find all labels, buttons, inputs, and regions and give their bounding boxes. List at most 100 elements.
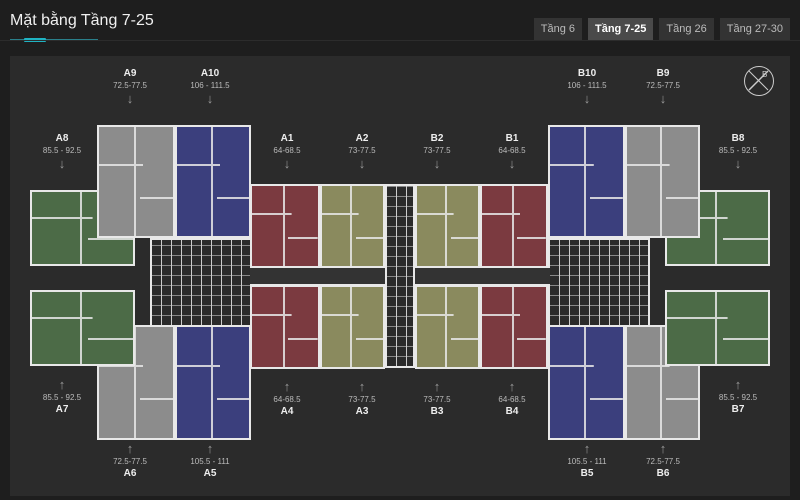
unit-name: A8: [55, 133, 69, 144]
arrow-up-icon: ↑: [58, 377, 66, 392]
unit-area-range: 106 - 111.5: [190, 81, 230, 90]
arrow-down-icon: ↓: [358, 156, 366, 171]
unit-a7[interactable]: [30, 290, 135, 366]
unit-label-b1[interactable]: B1 64-68.5↓: [472, 131, 552, 173]
unit-a2[interactable]: [320, 184, 385, 268]
unit-area-range: 72.5-77.5: [113, 457, 147, 466]
unit-name: B6: [656, 468, 670, 479]
arrow-up-icon: ↑: [126, 441, 134, 456]
unit-area-range: 72.5-77.5: [646, 81, 680, 90]
unit-area-range: 64-68.5: [498, 395, 526, 404]
unit-b1[interactable]: [480, 184, 548, 268]
unit-area-range: 64-68.5: [273, 395, 301, 404]
unit-b6[interactable]: [625, 325, 700, 440]
unit-a10[interactable]: [175, 125, 251, 238]
unit-a1[interactable]: [250, 184, 320, 268]
unit-a4[interactable]: [250, 285, 320, 369]
tab-tang-7-25[interactable]: Tầng 7-25: [588, 18, 654, 40]
tab-tang-6[interactable]: Tầng 6: [533, 18, 582, 40]
unit-name: A4: [280, 406, 294, 417]
arrow-down-icon: ↓: [734, 156, 742, 171]
unit-name: A3: [355, 406, 369, 417]
tab-tang-27-30[interactable]: Tầng 27-30: [719, 18, 790, 40]
unit-name: B10: [577, 68, 597, 79]
unit-area-range: 105.5 - 111: [567, 457, 607, 466]
core-left: [150, 238, 252, 327]
unit-a9[interactable]: [97, 125, 175, 238]
core-center: [385, 184, 415, 368]
arrow-up-icon: ↑: [734, 377, 742, 392]
unit-area-range: 85.5 - 92.5: [718, 146, 758, 155]
unit-name: A1: [280, 133, 294, 144]
unit-area-range: 106 - 111.5: [567, 81, 607, 90]
page-title: Mặt bằng Tầng 7-25: [10, 12, 154, 29]
unit-label-a1[interactable]: A1 64-68.5↓: [247, 131, 327, 173]
arrow-down-icon: ↓: [283, 156, 291, 171]
arrow-up-icon: ↑: [358, 379, 366, 394]
arrow-up-icon: ↑: [283, 379, 291, 394]
unit-label-b10[interactable]: B10 106 - 111.5↓: [547, 66, 627, 108]
unit-name: B3: [430, 406, 444, 417]
unit-b10[interactable]: [548, 125, 625, 238]
unit-a5[interactable]: [175, 325, 251, 440]
unit-label-a10[interactable]: A10 106 - 111.5↓: [170, 66, 250, 108]
unit-name: A9: [123, 68, 137, 79]
unit-b7[interactable]: [665, 290, 770, 366]
unit-name: B5: [580, 468, 594, 479]
unit-b5[interactable]: [548, 325, 625, 440]
arrow-down-icon: ↓: [126, 91, 134, 106]
unit-area-range: 105.5 - 111: [190, 457, 230, 466]
unit-name: A6: [123, 468, 137, 479]
unit-area-range: 85.5 - 92.5: [42, 393, 82, 402]
unit-b4[interactable]: [480, 285, 548, 369]
unit-area-range: 64-68.5: [273, 146, 301, 155]
floor-tabs: Tầng 6 Tầng 7-25 Tầng 26 Tầng 27-30: [533, 18, 790, 40]
unit-a3[interactable]: [320, 285, 385, 369]
unit-name: B1: [505, 133, 519, 144]
unit-name: B2: [430, 133, 444, 144]
unit-area-range: 72.5-77.5: [646, 457, 680, 466]
unit-area-range: 85.5 - 92.5: [42, 146, 82, 155]
unit-b9[interactable]: [625, 125, 700, 238]
arrow-down-icon: ↓: [206, 91, 214, 106]
unit-name: B7: [731, 404, 745, 415]
unit-b3[interactable]: [415, 285, 480, 369]
unit-label-b9[interactable]: B9 72.5-77.5↓: [623, 66, 703, 108]
unit-name: A2: [355, 133, 369, 144]
unit-b2[interactable]: [415, 184, 480, 268]
unit-name: B9: [656, 68, 670, 79]
unit-area-range: 73-77.5: [348, 395, 376, 404]
unit-name: A10: [200, 68, 220, 79]
core-right: [548, 238, 650, 327]
arrow-up-icon: ↑: [583, 441, 591, 456]
unit-area-range: 72.5-77.5: [113, 81, 147, 90]
unit-name: B4: [505, 406, 519, 417]
arrow-up-icon: ↑: [659, 441, 667, 456]
tab-tang-26[interactable]: Tầng 26: [659, 18, 714, 40]
unit-name: A7: [55, 404, 69, 415]
arrow-up-icon: ↑: [206, 441, 214, 456]
compass-icon: B: [744, 66, 774, 96]
arrow-down-icon: ↓: [583, 91, 591, 106]
arrow-down-icon: ↓: [659, 91, 667, 106]
arrow-down-icon: ↓: [508, 156, 516, 171]
unit-area-range: 73-77.5: [423, 395, 451, 404]
arrow-up-icon: ↑: [433, 379, 441, 394]
unit-area-range: 64-68.5: [498, 146, 526, 155]
unit-label-a9[interactable]: A9 72.5-77.5↓: [90, 66, 170, 108]
